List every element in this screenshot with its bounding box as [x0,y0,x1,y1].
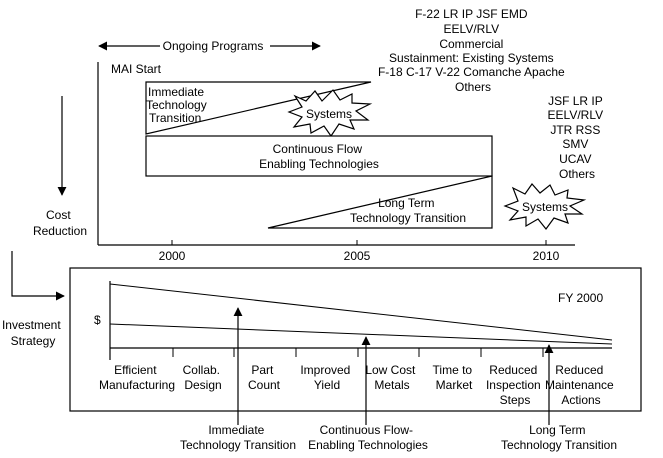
ongoing-programs-label: Ongoing Programs [163,39,264,53]
investment-strategy-label: Investment Strategy [2,318,64,348]
trend-line-lower [109,323,613,345]
category-reduced-maintenance-actions: Reduced Maintenance Actions [545,363,617,407]
fy-label: FY 2000 [558,291,603,305]
mai-start-label: MAI Start [111,62,162,76]
category-separators [172,348,544,357]
category-improved-yield: Improved Yield [300,363,353,392]
category-time-to-market: Time to Market [433,363,476,392]
longterm-pointer-label: Long Term Technology Transition [501,423,617,452]
long-term-label: Long Term Technology Transition [350,196,466,225]
trend-line-upper [109,283,613,341]
systems-label-left: Systems [306,107,352,121]
programs-list-top: F-22 LR IP JSF EMD EELV/RLV Commercial S… [378,7,568,94]
systems-starburst-right [503,183,587,230]
programs-list-right: JSF LR IP EELV/RLV JTR RSS SMV UCAV Othe… [548,94,607,181]
year-label-2000: 2000 [159,249,186,263]
investment-panel [69,267,642,412]
year-label-2010: 2010 [533,249,560,263]
continuous-pointer-label: Continuous Flow- Enabling Technologies [308,423,428,452]
long-term-wedge [267,175,493,229]
dollar-label: $ [94,313,101,327]
systems-starburst-left [287,89,373,138]
category-low-cost-metals: Low Cost Metals [365,363,418,392]
cost-reduction-label: Cost Reduction [33,208,87,238]
connector-arrow [11,251,65,301]
category-part-count: Part Count [248,363,281,392]
year-label-2005: 2005 [344,249,371,263]
continuous-flow-label: Continuous Flow Enabling Technologies [259,142,379,171]
category-efficient-manufacturing: Efficient Manufacturing [99,363,175,392]
immediate-pointer-label: Immediate Technology Transition [180,423,296,452]
category-collab-design: Collab. Design [183,363,224,392]
immediate-transition-label: Immediate Technology Transition [146,85,210,125]
systems-label-right: Systems [522,200,568,214]
continuous-flow-box [145,135,493,177]
category-reduced-inspection-steps: Reduced Inspection Steps [486,363,544,407]
